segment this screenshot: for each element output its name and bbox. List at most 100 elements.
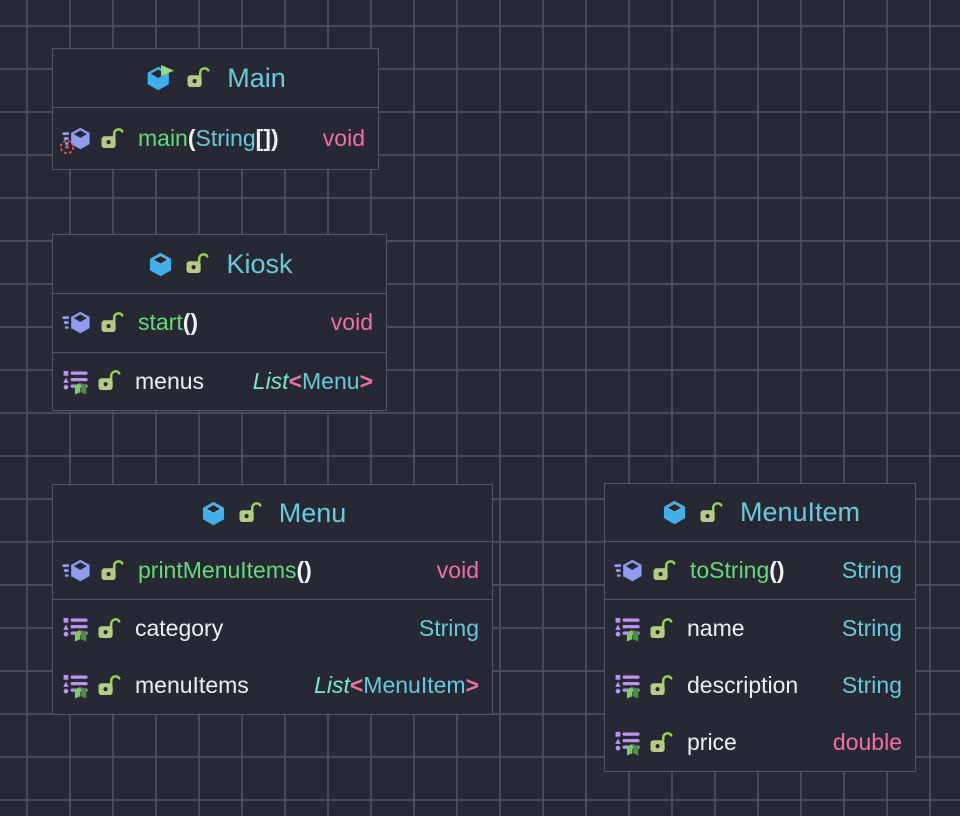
field-signature: name <box>687 615 745 642</box>
unlocked-lock-icon <box>185 65 210 91</box>
field-icon <box>614 615 641 642</box>
text-segment: List <box>252 367 289 394</box>
field-row[interactable]: menuItems List<MenuItem> <box>53 657 492 714</box>
field-row[interactable]: menus List<Menu> <box>53 353 386 411</box>
unlocked-lock-icon <box>99 310 124 336</box>
unlocked-lock-icon <box>96 673 121 699</box>
class-name: Main <box>227 62 286 93</box>
text-segment: < <box>349 672 364 698</box>
field-signature: menus <box>135 368 204 395</box>
text-segment: List <box>314 672 350 698</box>
text-segment: description <box>687 672 799 698</box>
method-signature: toString() <box>690 557 785 584</box>
class-node-main[interactable]: Main main(String[]) void <box>52 48 379 170</box>
method-signature: main(String[]) <box>138 125 279 152</box>
text-segment: () <box>182 309 199 336</box>
method-row[interactable]: toString() String <box>605 542 915 599</box>
unlocked-lock-icon <box>99 558 124 584</box>
field-icon <box>62 368 89 395</box>
class-name: Kiosk <box>226 248 293 279</box>
methods-compartment: start() void <box>53 293 386 352</box>
unlocked-lock-icon <box>651 558 676 584</box>
text-segment: name <box>687 615 745 641</box>
field-type: List<MenuItem> <box>314 672 479 699</box>
class-header[interactable]: Kiosk <box>53 235 386 293</box>
class-header[interactable]: Main <box>53 49 378 107</box>
field-row[interactable]: description String <box>605 657 915 714</box>
method-icon <box>62 557 92 584</box>
unlocked-lock-icon <box>96 616 121 642</box>
method-row[interactable]: start() void <box>53 294 386 352</box>
text-segment: [] <box>255 125 271 151</box>
method-type: void <box>323 125 365 152</box>
field-signature: menuItems <box>135 672 249 699</box>
method-type: void <box>331 309 373 336</box>
class-header[interactable]: MenuItem <box>605 484 915 541</box>
text-segment: category <box>135 615 224 641</box>
text-segment: Menu <box>302 367 360 394</box>
runnable-class-icon <box>145 64 176 92</box>
text-segment: double <box>832 729 902 755</box>
text-segment: void <box>330 309 373 336</box>
field-type: String <box>842 672 902 699</box>
field-row[interactable]: price double <box>605 714 915 771</box>
field-type: String <box>842 615 902 642</box>
text-segment: MenuItem <box>363 672 466 698</box>
field-type: List<Menu> <box>253 368 373 395</box>
method-type: void <box>437 557 479 584</box>
field-row[interactable]: category String <box>53 600 492 657</box>
methods-compartment: main(String[]) void <box>53 107 378 169</box>
method-icon <box>62 309 92 336</box>
field-icon <box>62 672 89 699</box>
method-row[interactable]: printMenuItems() void <box>53 542 492 599</box>
text-segment: String <box>841 557 902 583</box>
text-segment: toString <box>690 557 770 583</box>
text-segment: start <box>138 309 183 336</box>
text-segment: () <box>769 557 785 583</box>
field-row[interactable]: name String <box>605 600 915 657</box>
text-segment: printMenuItems <box>138 557 297 583</box>
unlocked-lock-icon <box>648 673 673 699</box>
field-signature: category <box>135 615 223 642</box>
text-segment: void <box>436 557 479 583</box>
text-segment: String <box>195 125 256 151</box>
text-segment: < <box>288 367 303 394</box>
field-icon <box>614 672 641 699</box>
text-segment: price <box>687 729 737 755</box>
class-node-menu[interactable]: Menu printMenuItems() void category String <box>52 484 493 715</box>
unlocked-lock-icon <box>99 126 124 152</box>
text-segment: String <box>418 615 479 641</box>
fields-compartment: menus List<Menu> <box>53 351 386 411</box>
class-header[interactable]: Menu <box>53 485 492 541</box>
text-segment: ) <box>270 125 279 151</box>
text-segment: String <box>841 615 902 641</box>
method-icon <box>614 557 644 584</box>
method-icon <box>59 125 92 155</box>
field-signature: description <box>687 672 798 699</box>
unlocked-lock-icon <box>698 500 723 526</box>
class-icon <box>146 251 175 278</box>
text-segment: menuItems <box>135 672 249 698</box>
field-signature: price <box>687 729 737 756</box>
method-row[interactable]: main(String[]) void <box>53 108 378 169</box>
class-name: MenuItem <box>739 497 861 527</box>
methods-compartment: printMenuItems() void <box>53 541 492 599</box>
text-segment: menus <box>135 367 205 394</box>
class-name: Menu <box>278 497 347 528</box>
unlocked-lock-icon <box>96 368 121 394</box>
unlocked-lock-icon <box>648 616 673 642</box>
field-icon <box>62 615 89 642</box>
unlocked-lock-icon <box>184 251 209 277</box>
field-type: double <box>833 729 902 756</box>
class-node-kiosk[interactable]: Kiosk start() void menus List<Menu> <box>52 234 387 411</box>
field-icon <box>614 729 641 756</box>
method-signature: start() <box>138 309 198 336</box>
method-signature: printMenuItems() <box>138 557 312 584</box>
class-icon <box>199 500 228 527</box>
text-segment: String <box>841 672 902 698</box>
unlocked-lock-icon <box>648 730 673 756</box>
field-type: String <box>419 615 479 642</box>
